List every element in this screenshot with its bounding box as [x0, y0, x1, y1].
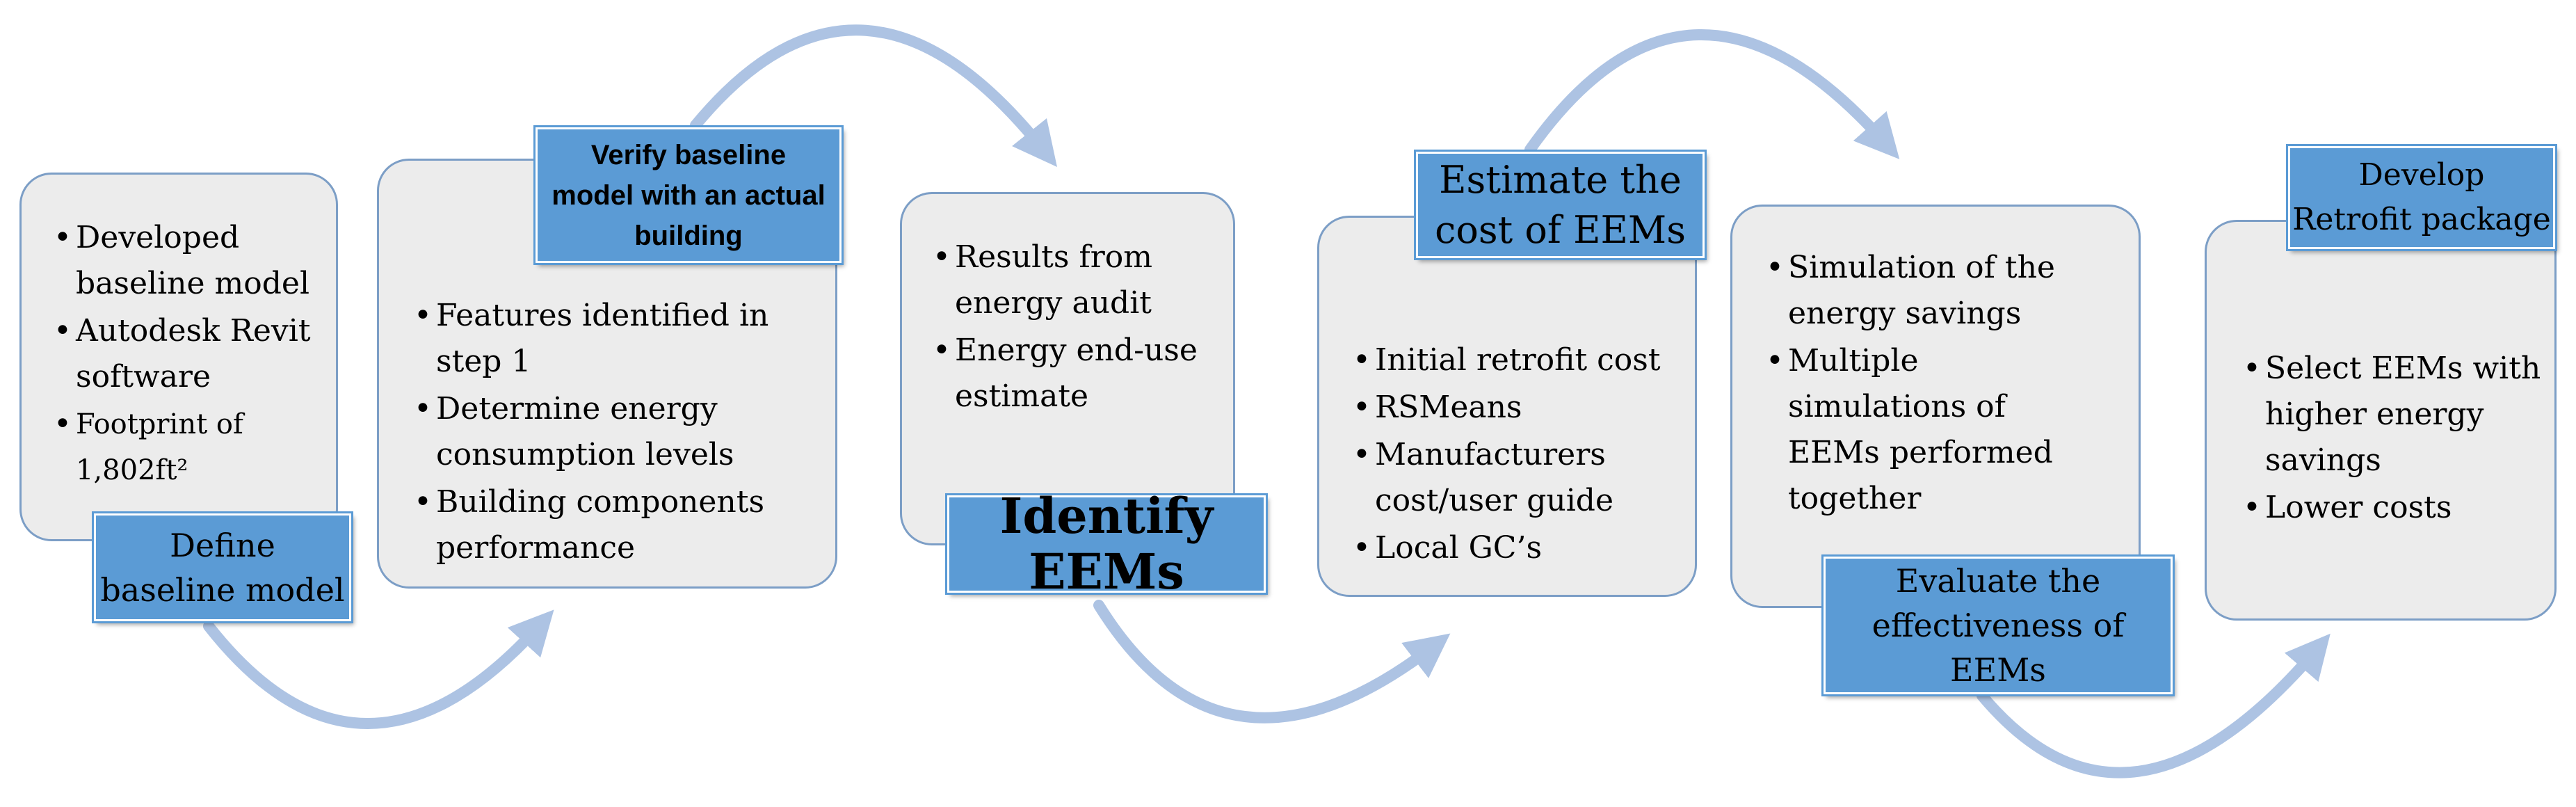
arrow-step5-to-step6: [1977, 633, 2331, 778]
bullet-icon: •: [414, 391, 432, 426]
bullet-icon: •: [414, 298, 432, 333]
bullet-icon: •: [2243, 490, 2261, 525]
bullet-icon: •: [933, 333, 951, 368]
bullet-item: •Determine energy consumption levels: [414, 386, 831, 478]
bullet-item: •Features identified in step 1: [414, 293, 831, 385]
bullet-icon: •: [1353, 390, 1371, 425]
bullet-icon: •: [933, 239, 951, 275]
bullet-icon: •: [54, 313, 72, 349]
step1-content-box: •Developed baseline model •Autodesk Revi…: [19, 173, 338, 541]
bullet-icon: •: [1353, 530, 1371, 566]
bullet-icon: •: [1353, 342, 1371, 378]
bullet-item: •Multiple simulations of EEMs performed …: [1766, 338, 2134, 522]
step3-title: Identify EEMs: [945, 488, 1268, 600]
bullet-item: •Building components performance: [414, 479, 831, 571]
bullet-icon: •: [414, 484, 432, 520]
arrow-step4-to-step5: [1524, 29, 1900, 159]
bullet-icon: •: [1766, 343, 1784, 378]
bullet-item: •Results from energy audit: [933, 234, 1232, 326]
step3-content-box: •Results from energy audit •Energy end-u…: [900, 192, 1235, 545]
bullet-item: •Lower costs: [2243, 485, 2549, 531]
step1-title: Define baseline model: [92, 511, 353, 623]
step1-bullet-list: •Developed baseline model •Autodesk Revi…: [54, 215, 332, 495]
bullet-icon: •: [54, 220, 72, 255]
step4-title: Estimate the cost of EEMs: [1414, 150, 1707, 260]
step5-bullet-list: •Simulation of the energy savings •Multi…: [1766, 245, 2134, 523]
bullet-item: •Developed baseline model: [54, 215, 332, 307]
bullet-item: •RSMeans: [1353, 385, 1693, 431]
bullet-icon: •: [1353, 437, 1371, 472]
step6-bullet-list: •Select EEMs with higher energy savings …: [2243, 346, 2549, 532]
bullet-item: •Simulation of the energy savings: [1766, 245, 2134, 337]
bullet-item: •Footprint of 1,802ft²: [54, 401, 332, 493]
step2-bullet-list: •Features identified in step 1 •Determin…: [414, 293, 831, 573]
step4-content-box: •Initial retrofit cost •RSMeans •Manufac…: [1317, 216, 1697, 597]
bullet-icon: •: [1766, 250, 1784, 285]
arrow-step3-to-step4: [1093, 600, 1451, 724]
bullet-item: •Manufacturers cost/user guide: [1353, 432, 1693, 524]
step3-bullet-list: •Results from energy audit •Energy end-u…: [933, 234, 1232, 421]
bullet-item: •Initial retrofit cost: [1353, 337, 1693, 383]
bullet-icon: •: [54, 406, 72, 442]
step6-title: Develop Retrofit package: [2286, 144, 2557, 251]
step5-title: Evaluate the effectiveness of EEMs: [1821, 554, 2175, 696]
bullet-item: •Energy end-use estimate: [933, 328, 1232, 420]
arrow-step2-to-step3: [690, 24, 1058, 167]
step2-title: Verify baseline model with an actual bui…: [533, 125, 844, 265]
step4-bullet-list: •Initial retrofit cost •RSMeans •Manufac…: [1353, 337, 1693, 573]
bullet-icon: •: [2243, 351, 2261, 386]
step5-content-box: •Simulation of the energy savings •Multi…: [1730, 205, 2141, 608]
arrow-step1-to-step2: [203, 609, 554, 729]
bullet-item: •Autodesk Revit software: [54, 308, 332, 400]
step6-content-box: •Select EEMs with higher energy savings …: [2205, 220, 2557, 621]
bullet-item: •Select EEMs with higher energy savings: [2243, 346, 2549, 484]
bullet-item: •Local GC’s: [1353, 525, 1693, 571]
